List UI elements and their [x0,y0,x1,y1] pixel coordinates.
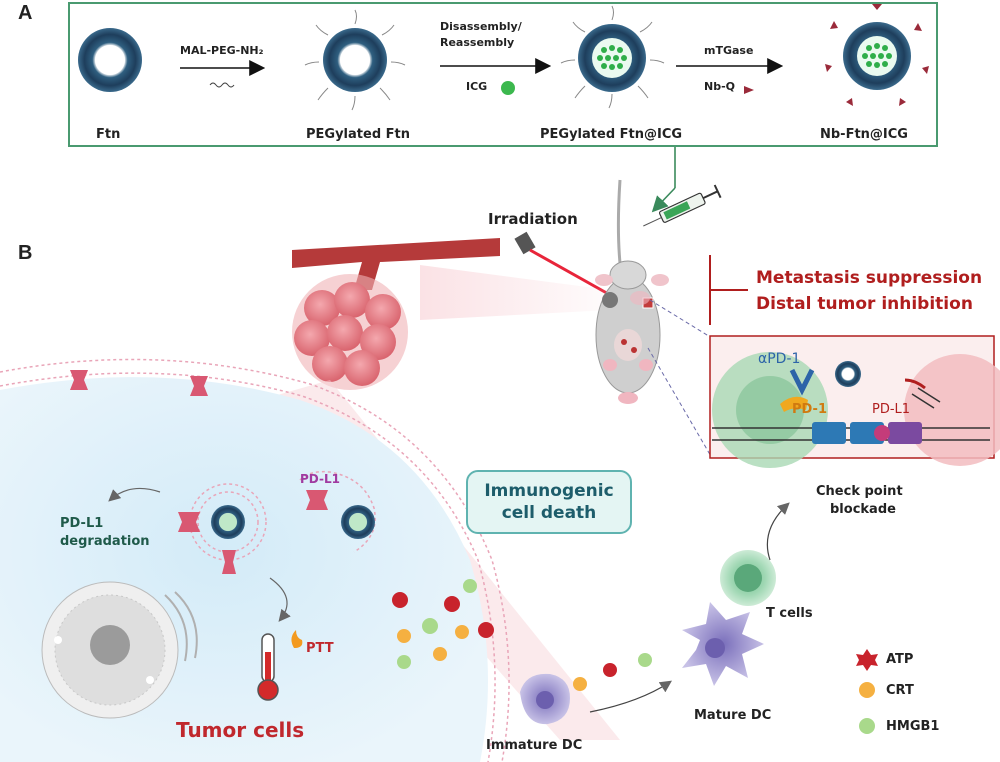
inset-apd1-label: αPD-1 [758,351,801,367]
cell-membrane-outer [0,358,510,762]
membrane-pd-l1-receptors [70,370,208,396]
mature-dc [682,602,764,686]
stage-pegylated-ftn: PEGylated Ftn [306,127,410,142]
nucleus [41,581,179,719]
atp-particle [603,663,617,677]
ptt-label: PTT [306,641,334,656]
degradation-arrow [108,487,161,502]
nb-ftn-icg-cage [825,4,929,106]
ftn-cage-1 [78,28,142,92]
legend-hmgb1-icon [859,718,875,734]
tumor-cells-label: Tumor cells [176,718,305,742]
pdl1-degradation-1: PD-L1 [60,516,104,531]
outcome-metastasis: Metastasis suppression [756,268,983,288]
arrow-icg-label-2: Reassembly [440,36,515,49]
icd-box: Immunogenic cell death [466,470,632,534]
flame-icon [291,630,303,648]
arrow-nbq-label: Nb-Q [704,80,735,93]
icg-dot-icon [501,81,515,95]
immature-dc [520,673,570,725]
arrow-icg-label-1: Disassembly/ [440,20,522,33]
inset-pdl1-label: PD-L1 [872,402,911,417]
crt-particle [573,677,587,691]
laser-beam [529,248,613,298]
legend-crt-label: CRT [886,683,914,698]
outcome-distal: Distal tumor inhibition [756,294,973,314]
ftn-cage-2 [304,9,406,111]
peg-squiggle-icon [209,82,235,88]
mouse-illustration [595,179,669,404]
thermometer-icon [257,633,279,701]
t-cells-label: T cells [766,606,813,621]
laser-device-icon [514,231,536,255]
tumor-mass [292,274,408,390]
icd-line2: cell death [501,503,597,523]
nb-q-triangle-icon [744,86,754,94]
checkpoint-inset [709,335,1000,468]
pdl1-label: PD-L1 [300,472,340,486]
legend-crt-icon [859,682,875,698]
stage-nb-ftn-icg: Nb-Ftn@ICG [820,127,908,142]
endocytosis-pocket [299,470,376,553]
arrow-icg-reagent: ICG [466,80,488,93]
stage-ftn: Ftn [96,127,121,142]
mature-dc-label: Mature DC [694,708,772,723]
hmgb1-particle [638,653,652,667]
irradiation-label: Irradiation [488,210,578,228]
inset-pd1-label: PD-1 [792,402,828,417]
damp-cloud [392,579,494,669]
zoom-line-bottom [647,347,713,459]
panel-a-frame [68,2,938,147]
pdl1-degradation-2: degradation [60,534,150,549]
ptt-arrow [269,577,291,622]
arrow-peg-label: MAL-PEG-NH₂ [180,44,264,57]
immature-dc-label: Immature DC [486,738,583,753]
panel-b-letter: B [18,242,33,264]
checkpoint-arrow [766,502,790,561]
t-cell [720,550,776,606]
endosome-degradation [178,483,267,574]
panel-a-letter: A [18,2,33,24]
zoom-line-top [649,299,713,339]
checkpoint-line1: Check point [816,484,903,499]
icd-line1: Immunogenic [484,481,614,501]
syringe-icon [643,184,722,227]
legend-atp-label: ATP [886,652,914,667]
legend-atp-icon [856,649,878,671]
golgi-icon [164,594,188,662]
connector-arrow [651,187,676,213]
light-rays [420,265,610,320]
stage-pegylated-ftn-icg: PEGylated Ftn@ICG [540,127,683,142]
checkpoint-line2: blockade [830,502,896,517]
arrow-mtgase-label: mTGase [704,44,754,57]
ftn-icg-cage [560,5,665,109]
maturation-arrow [589,680,672,713]
blood-vessel [292,238,500,290]
legend-hmgb1-label: HMGB1 [886,719,940,734]
